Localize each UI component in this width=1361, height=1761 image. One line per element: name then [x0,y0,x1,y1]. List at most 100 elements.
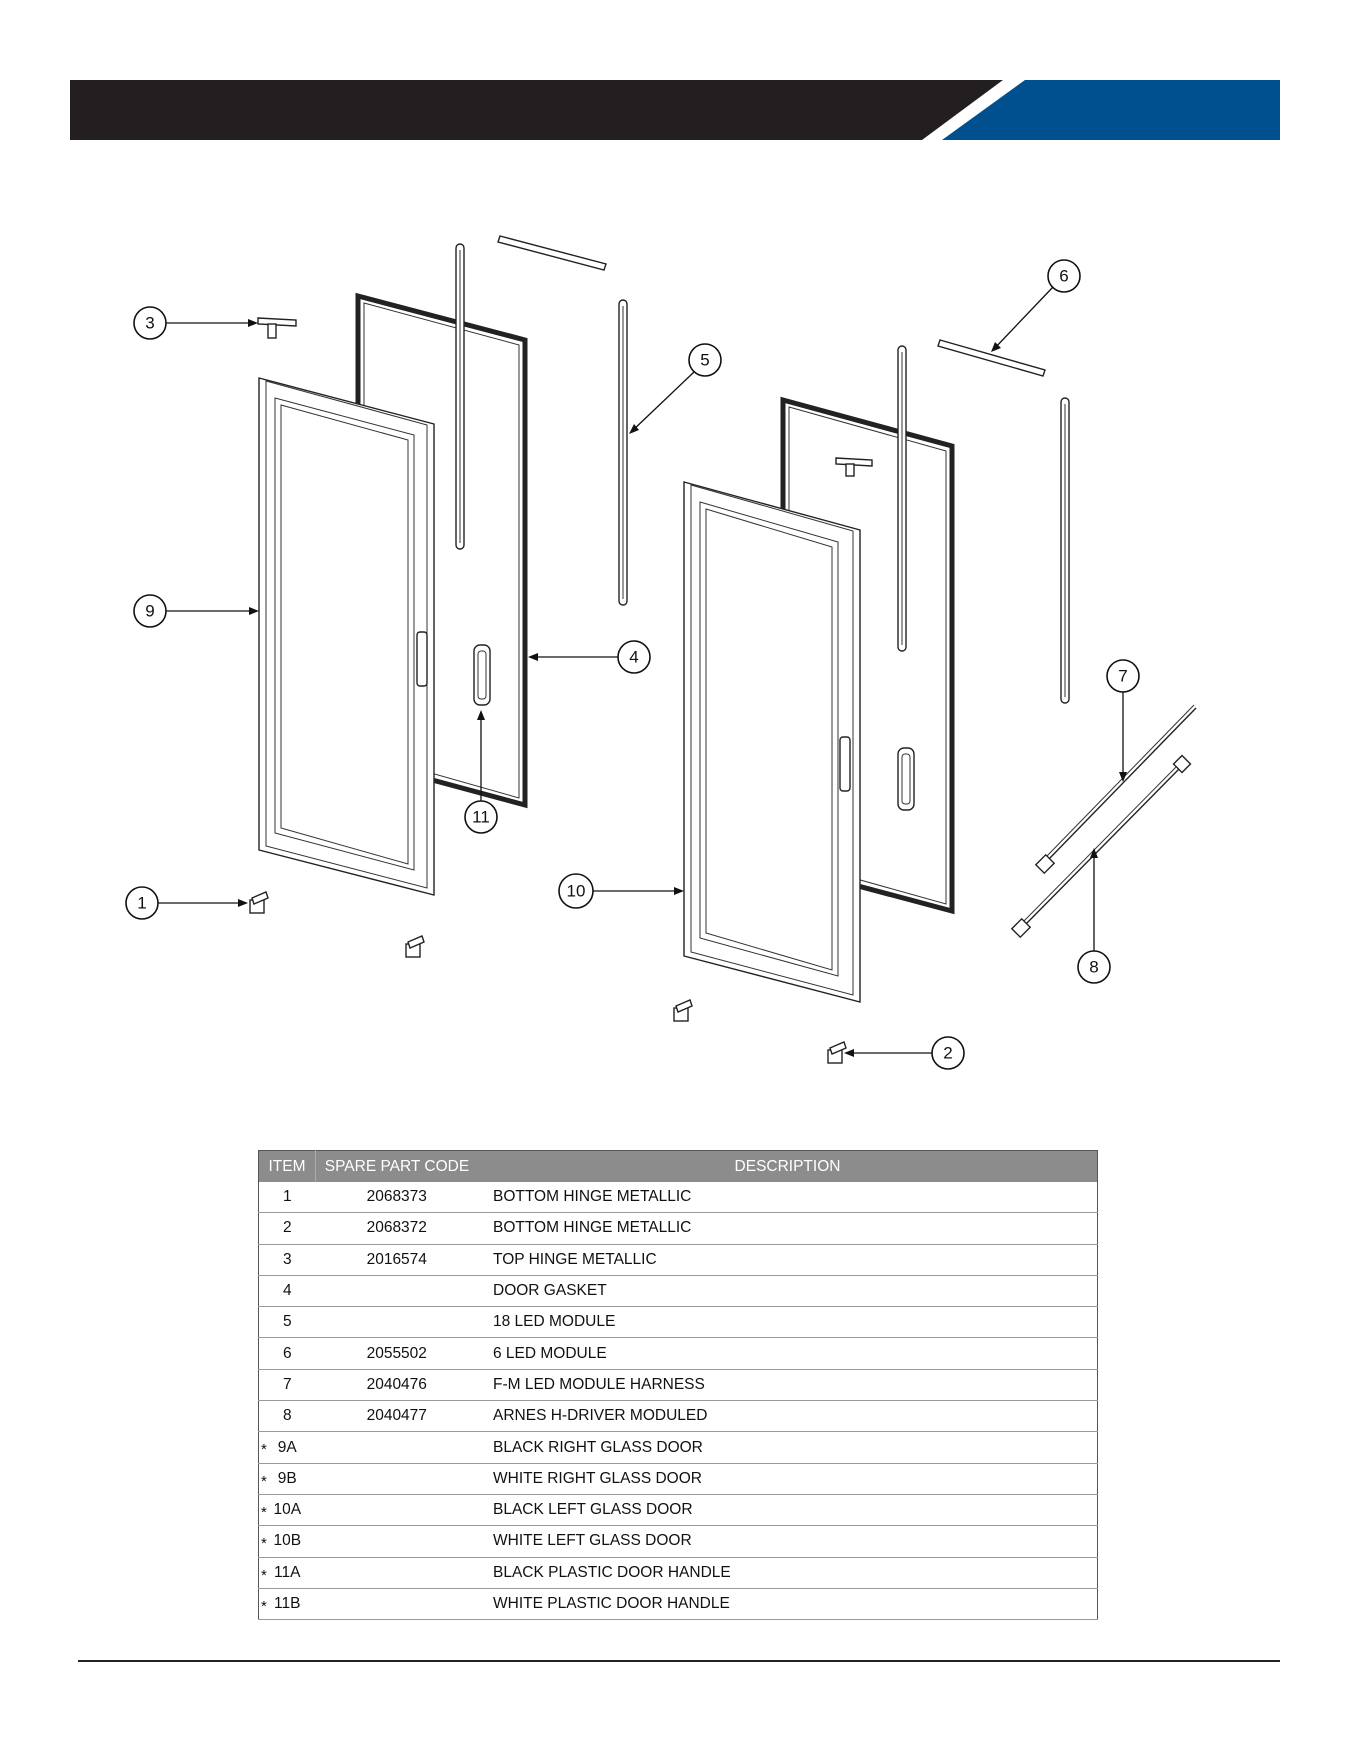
table-row: *11A BLACK PLASTIC DOOR HANDLE [258,1557,1098,1589]
description-cell: WHITE PLASTIC DOOR HANDLE [478,1588,1098,1621]
item-number: 6 [282,1344,292,1362]
column-header-item: ITEM [258,1150,316,1182]
svg-text:9: 9 [145,602,154,621]
asterisk-marker: * [261,1503,267,1521]
led-module-6-right [937,339,1046,377]
led-module-harness-7 [1034,704,1197,875]
callout-8: 8 [1077,848,1111,984]
item-number: 3 [282,1250,292,1268]
callout-4: 4 [528,640,651,674]
asterisk-marker: * [261,1535,267,1553]
led-module-18-right-rear [897,345,907,652]
description-cell: 6 LED MODULE [478,1337,1098,1370]
asterisk-marker: * [261,1597,267,1615]
column-header-description: DESCRIPTION [478,1150,1098,1182]
callout-3: 3 [133,306,258,340]
description-cell: BOTTOM HINGE METALLIC [478,1182,1098,1214]
spare-part-code-cell [315,1431,478,1464]
svg-text:11: 11 [472,808,490,827]
column-header-spare-part-code: SPARE PART CODE [315,1150,478,1182]
item-cell: 3 [258,1244,316,1276]
description-cell: WHITE LEFT GLASS DOOR [478,1525,1098,1558]
callout-5: 5 [629,343,722,434]
item-number: 11A [274,1563,301,1581]
svg-text:3: 3 [145,314,154,333]
asterisk-marker: * [261,1472,267,1490]
spare-part-code-cell [315,1494,478,1527]
callout-10: 10 [558,873,684,909]
spare-part-code-cell: 2040477 [315,1400,478,1433]
item-number: 8 [282,1407,292,1425]
top-hinge-right [835,457,873,477]
table-row: * 11B WHITE PLASTIC DOOR HANDLE [258,1588,1098,1621]
callout-6: 6 [991,259,1081,352]
bottom-hinge-2 [827,1041,847,1064]
description-cell: ARNES H-DRIVER MODULED [478,1400,1098,1433]
svg-text:4: 4 [629,648,638,667]
table-row: * 9B WHITE RIGHT GLASS DOOR [258,1463,1098,1495]
callout-1: 1 [125,886,248,920]
footer-rule [78,1660,1280,1662]
callout-9: 9 [133,594,259,628]
spare-part-code-cell: 2016574 [315,1244,478,1276]
item-number: 7 [282,1375,292,1393]
header-dark-band [70,80,1003,140]
svg-text:8: 8 [1089,958,1098,977]
description-cell: 18 LED MODULE [478,1306,1098,1339]
bottom-hinge-right-front [673,999,693,1022]
table-row: 5 18 LED MODULE [258,1306,1098,1339]
led-module-18-left-rear [455,243,465,550]
top-hinge-3 [257,317,297,339]
item-cell: *10B [258,1525,316,1558]
item-cell: 5 [258,1306,316,1339]
description-cell: DOOR GASKET [478,1275,1098,1308]
description-cell: BLACK PLASTIC DOOR HANDLE [478,1557,1098,1589]
item-number: 2 [282,1219,292,1237]
spare-part-code-cell [315,1463,478,1495]
description-cell: TOP HINGE METALLIC [478,1244,1098,1276]
driver-harness-8 [1010,754,1192,939]
led-module-6-left [497,235,607,271]
item-number: 4 [282,1282,292,1300]
item-cell: *10A [258,1494,316,1527]
callout-7: 7 [1106,659,1140,782]
description-cell: WHITE RIGHT GLASS DOOR [478,1463,1098,1495]
svg-text:10: 10 [567,882,586,901]
door-handle-right-rear [897,747,915,811]
item-cell: 7 [258,1369,316,1402]
asterisk-marker: * [261,1441,267,1459]
bottom-hinge-left-rear [405,935,425,958]
item-number: 9B [277,1469,297,1487]
callout-2: 2 [844,1036,965,1070]
spare-part-code-cell: 2068372 [315,1212,478,1245]
bottom-hinge-1 [249,891,269,914]
table-row: 4 DOOR GASKET [258,1275,1098,1308]
door-handle-left-rear [473,644,491,706]
led-module-18-left-front [618,299,628,606]
item-number: 1 [282,1188,292,1206]
item-cell: *11A [258,1557,316,1589]
spare-part-code-cell [315,1557,478,1589]
item-number: 9A [277,1438,297,1456]
item-cell: * 9B [258,1463,316,1495]
spare-part-code-cell [315,1275,478,1308]
table-row: * 9A BLACK RIGHT GLASS DOOR [258,1431,1098,1464]
svg-text:5: 5 [700,351,709,370]
item-cell: * 11B [258,1588,316,1621]
description-cell: BLACK RIGHT GLASS DOOR [478,1431,1098,1464]
item-number: 11B [274,1595,301,1612]
item-cell: * 9A [258,1431,316,1464]
description-cell: BOTTOM HINGE METALLIC [478,1212,1098,1245]
spare-part-code-cell: 2040476 [315,1369,478,1402]
exploded-view-diagram: 1 2 3 4 5 6 7 [125,235,1197,1070]
spare-part-code-cell [315,1306,478,1339]
